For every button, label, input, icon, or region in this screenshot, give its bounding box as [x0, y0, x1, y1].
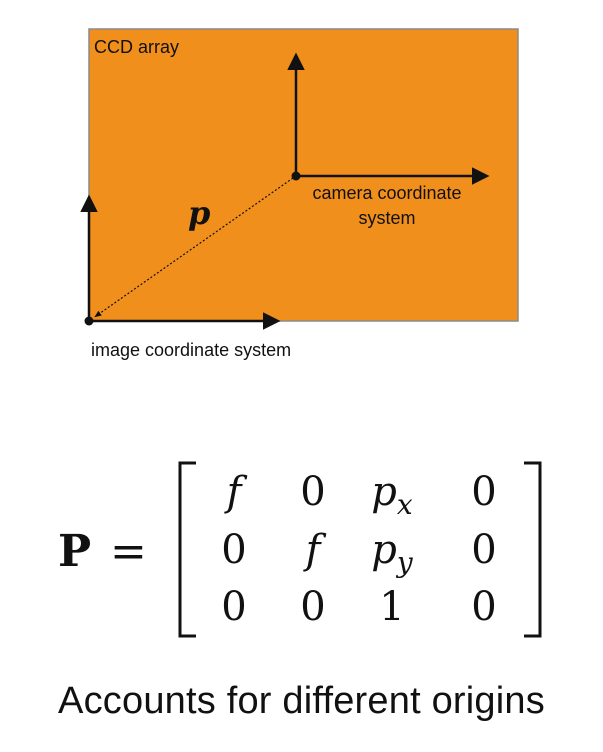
- matrix-entry-subscript: x: [397, 488, 413, 521]
- slide-caption: Accounts for different origins: [58, 680, 545, 722]
- camera-coordinate-label-line1: camera coordinate: [312, 183, 461, 203]
- matrix-entry-r3-c3: 1: [379, 584, 404, 630]
- matrix-entry-r2-c2: f: [303, 527, 327, 573]
- matrix-entry-r2-c3: py: [371, 527, 414, 579]
- image-origin: [84, 316, 94, 326]
- matrix-entry-r1-c3: px: [371, 469, 413, 521]
- camera-origin: [291, 171, 301, 181]
- matrix-entry-r3-c1: 0: [221, 584, 246, 630]
- offset-vector-p: [94, 177, 294, 318]
- matrix-entry-r3-c4: 0: [471, 584, 496, 630]
- matrix-entry-r3-c2: 0: [300, 584, 325, 630]
- matrix-entry-r2-c1: 0: [221, 527, 246, 573]
- ccd-array-label: CCD array: [94, 37, 179, 57]
- matrix-left-bracket: [178, 461, 196, 638]
- matrix-right-bracket: [524, 461, 542, 638]
- matrix-entry-r2-c4: 0: [471, 527, 496, 573]
- vector-p-label: p: [188, 194, 210, 232]
- matrix-entry-r1-c1: f: [224, 469, 248, 515]
- matrix-entry-r1-c2: 0: [300, 469, 325, 515]
- matrix-symbol: P: [58, 526, 91, 577]
- camera-coordinate-label-line2: system: [358, 208, 415, 228]
- equals-sign: =: [110, 526, 147, 577]
- matrix-entry-subscript: y: [395, 546, 414, 579]
- image-coordinate-label: image coordinate system: [91, 340, 291, 360]
- matrix-entry-r1-c4: 0: [471, 469, 496, 515]
